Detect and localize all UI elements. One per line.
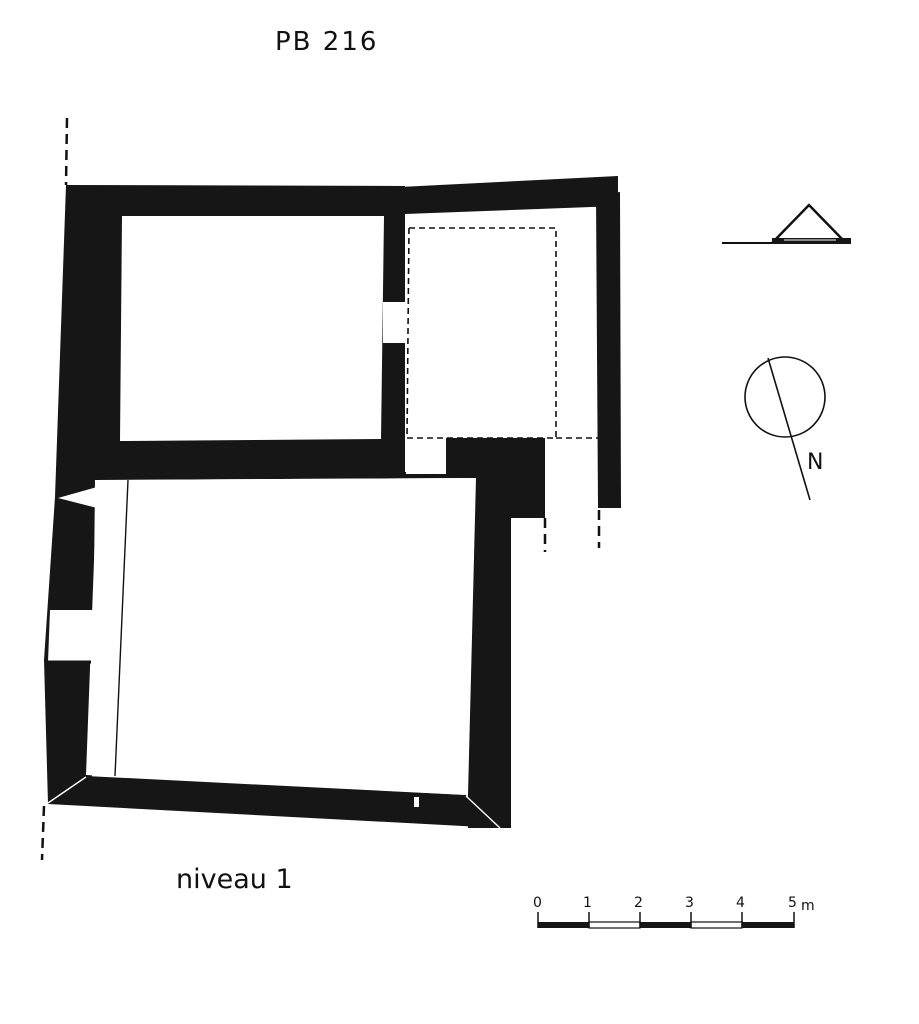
doorway-lower-middle (406, 440, 446, 474)
scale-tick-2: 2 (634, 895, 643, 911)
lower-room-inner-line (114, 479, 129, 777)
dashed-continuations (40, 117, 601, 861)
circle-north-arrow-icon: N (744, 356, 826, 501)
wall-notch (58, 487, 97, 508)
scale-bar: 0 1 2 3 4 5 m (533, 895, 815, 929)
level-label: niveau 1 (176, 864, 293, 895)
lower-room-south-wall (48, 776, 500, 828)
upper-right-room-east-wall (596, 192, 621, 508)
scale-tick-5: 5 (788, 895, 797, 911)
scale-unit: m (801, 898, 815, 914)
scale-tick-0: 0 (533, 895, 542, 911)
upper-right-room-top-wall (400, 176, 618, 214)
plan-title: PB 216 (275, 27, 378, 57)
small-mark (414, 797, 419, 807)
scale-tick-4: 4 (736, 895, 745, 911)
triangle-on-line-icon (722, 203, 851, 244)
room-upper-left (120, 216, 384, 441)
corner-diagonal-se (465, 795, 501, 829)
upper-right-room-dashed (406, 227, 598, 439)
corner-diagonal-sw (47, 776, 87, 804)
doorway-west (48, 610, 93, 662)
scale-tick-3: 3 (685, 895, 694, 911)
scale-tick-1: 1 (583, 895, 592, 911)
room-lower (86, 478, 476, 795)
doorway-upper-middle (383, 302, 405, 343)
north-label: N (807, 450, 823, 475)
